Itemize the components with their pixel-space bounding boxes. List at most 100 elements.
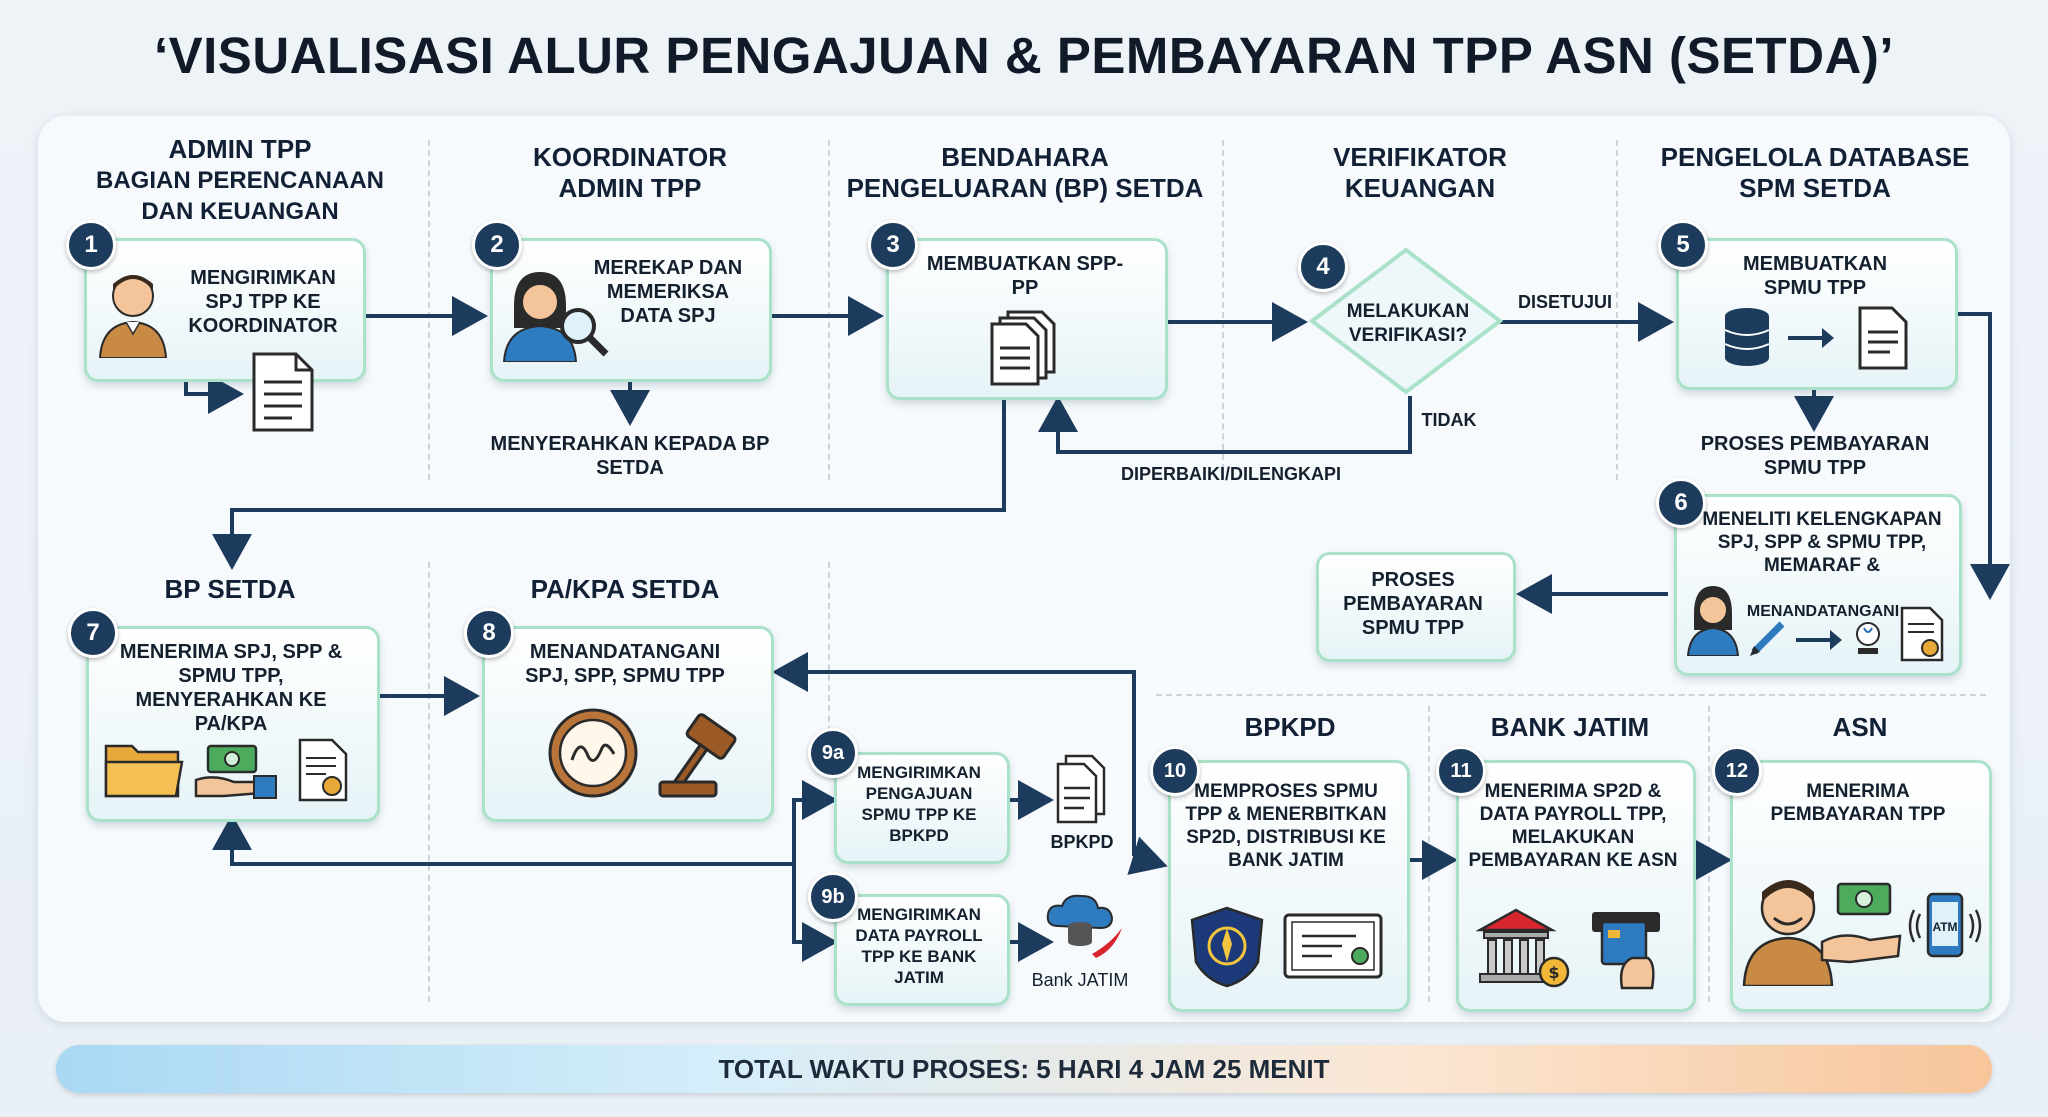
- step-5-text: MEMBUATKAN SPMU TPP: [1742, 253, 1888, 299]
- page-title: ‘VISUALISASI ALUR PENGAJUAN & PEMBAYARAN…: [153, 27, 1895, 84]
- lane-header-pa-kpa: PA/KPA SETDA: [530, 574, 720, 604]
- money-hand-icon: [194, 744, 277, 799]
- step-11-badge: 11: [1436, 746, 1486, 796]
- document-icon: [1056, 754, 1106, 824]
- admin-person-icon: [98, 275, 168, 358]
- lane-header-line: KEUANGAN: [1344, 173, 1496, 203]
- lane-divider: [428, 562, 430, 1002]
- bank-jatim-caption: Bank JATIM: [1031, 970, 1129, 990]
- step-8-badge: 8: [464, 608, 514, 658]
- lane-divider: [428, 140, 430, 480]
- lane-header-line: BAGIAN PERENCANAAN: [95, 167, 384, 194]
- step-1-badge: 1: [66, 220, 116, 270]
- atm-label: ATM: [1932, 920, 1958, 934]
- step-6-text-2: MENANDATANGANI: [1746, 603, 1900, 620]
- handover-label: MENYERAHKAN KEPADA BP SETDA: [490, 433, 770, 479]
- arrow-9-7: [212, 814, 794, 866]
- arrow-4-back: [1038, 396, 1412, 454]
- lane-header-koordinator: KOORDINATOR ADMIN TPP: [450, 142, 810, 204]
- lane-header-bendahara: BENDAHARA PENGELUARAN (BP) SETDA: [840, 142, 1210, 204]
- svg-text:$: $: [1548, 963, 1559, 982]
- row-divider: [1156, 694, 1986, 696]
- arrow-5-6: [1952, 312, 2010, 600]
- arrow-split-9b: [792, 864, 838, 962]
- lane-header-line: SPM SETDA: [1739, 173, 1891, 203]
- database-icon: [1724, 308, 1770, 366]
- lane-header-asn: ASN: [1832, 712, 1888, 742]
- step-1-text: MENGIRIMKAN SPJ TPP KE KOORDINATOR: [188, 267, 338, 337]
- rejected-label: TIDAK: [1421, 410, 1477, 430]
- arrow-split-9a: [792, 780, 838, 864]
- government-emblem-icon: [1190, 906, 1264, 988]
- step-9b-text: MENGIRIMKAN DATA PAYROLL TPP KE BANK JAT…: [855, 905, 983, 987]
- step-7-badge: 7: [68, 608, 118, 658]
- process-payment-label: PROSES PEMBAYARAN SPMU TPP: [1700, 433, 1930, 479]
- signature-seal-icon: [548, 708, 638, 798]
- gavel-icon: [658, 713, 737, 798]
- lane-header-line: PENGELOLA DATABASE: [1660, 142, 1970, 172]
- lane-divider: [1222, 140, 1224, 480]
- document-icon: [252, 352, 314, 432]
- step-10-badge: 10: [1150, 746, 1200, 796]
- certificate-icon: [1900, 606, 1944, 662]
- lane-header-line: KOORDINATOR: [532, 142, 728, 172]
- documents-stack-icon: [990, 310, 1056, 386]
- step-12-text: MENERIMA PEMBAYARAN TPP: [1770, 781, 1946, 825]
- lane-header-admin-tpp: ADMIN TPP BAGIAN PERENCANAAN DAN KEUANGA…: [70, 134, 410, 227]
- asn-person-icon: [1742, 880, 1834, 986]
- pen-icon: [1750, 621, 1785, 656]
- step-6-badge: 6: [1656, 478, 1706, 528]
- lane-divider: [1616, 140, 1618, 480]
- step-8-text: MENANDATANGANI SPJ, SPP, SPMU TPP: [525, 641, 725, 687]
- certificate-icon: [298, 738, 348, 802]
- process-payment-text: PROSES PEMBAYARAN SPMU TPP: [1343, 569, 1483, 639]
- step-7-text: MENERIMA SPJ, SPP & SPMU TPP, MENYERAHKA…: [119, 641, 343, 735]
- step-9b-badge: 9b: [808, 872, 858, 922]
- money-hand-icon: [1820, 882, 1902, 964]
- step-10-text: MEMPROSES SPMU TPP & MENERBITKAN SP2D, D…: [1185, 781, 1387, 871]
- step-2-text: MEREKAP DAN MEMERIKSA DATA SPJ: [593, 257, 743, 327]
- step-11-text: MENERIMA SP2D & DATA PAYROLL TPP, MELAKU…: [1468, 781, 1678, 871]
- arrow-10-8: [772, 652, 1136, 856]
- lane-header-verifikator: VERIFIKATOR KEUANGAN: [1240, 142, 1600, 204]
- bpkpd-caption: BPKPD: [1050, 832, 1114, 852]
- step-5-box: [1676, 238, 1958, 390]
- arrow-3-7: [212, 400, 1006, 570]
- lane-divider: [828, 562, 830, 742]
- step-8-box: [482, 626, 774, 822]
- certificate-icon: [1283, 913, 1383, 979]
- reviewer-magnifier-icon: [502, 272, 609, 362]
- document-icon: [1858, 306, 1908, 370]
- seal-icon: [1856, 622, 1880, 654]
- lane-header-line: ADMIN TPP: [168, 134, 312, 164]
- lane-header-line: DAN KEUANGAN: [141, 198, 339, 225]
- fix-label: DIPERBAIKI/DILENGKAPI: [1120, 464, 1342, 484]
- step-9a-box: [834, 752, 1010, 864]
- arrow-into-10: [1127, 836, 1168, 875]
- step-9a-badge: 9a: [808, 728, 858, 778]
- atm-card-icon: [1592, 912, 1660, 990]
- folder-icon: [104, 744, 184, 798]
- lane-header-line: VERIFIKATOR: [1333, 142, 1507, 172]
- step-4-text: MELAKUKAN VERIFIKASI?: [1346, 301, 1470, 346]
- step-3-badge: 3: [868, 220, 918, 270]
- step-4-badge: 4: [1298, 242, 1348, 292]
- lane-header-bank-jatim: BANK JATIM: [1490, 712, 1650, 742]
- step-5-badge: 5: [1658, 220, 1708, 270]
- bank-building-icon: $: [1476, 908, 1570, 988]
- bank-cloud-database-icon: [1046, 894, 1122, 958]
- lane-header-bp-setda: BP SETDA: [164, 574, 296, 604]
- approved-label: DISETUJUI: [1517, 292, 1613, 312]
- lane-header-line: BENDAHARA: [941, 142, 1109, 172]
- atm-phone-icon: [1908, 892, 1982, 958]
- step-3-text: MEMBUATKAN SPP-PP: [926, 253, 1124, 299]
- arrow-right-icon: [1796, 630, 1842, 650]
- process-payment-box: [1316, 552, 1516, 662]
- step-12-badge: 12: [1712, 746, 1762, 796]
- decision-diamond: [1308, 247, 1504, 395]
- lane-header-line: PENGELUARAN (BP) SETDA: [846, 173, 1204, 203]
- arrow-right-icon: [1788, 328, 1834, 348]
- lane-header-bpkpd: BPKPD: [1244, 712, 1336, 742]
- lane-header-line: ADMIN TPP: [558, 173, 702, 203]
